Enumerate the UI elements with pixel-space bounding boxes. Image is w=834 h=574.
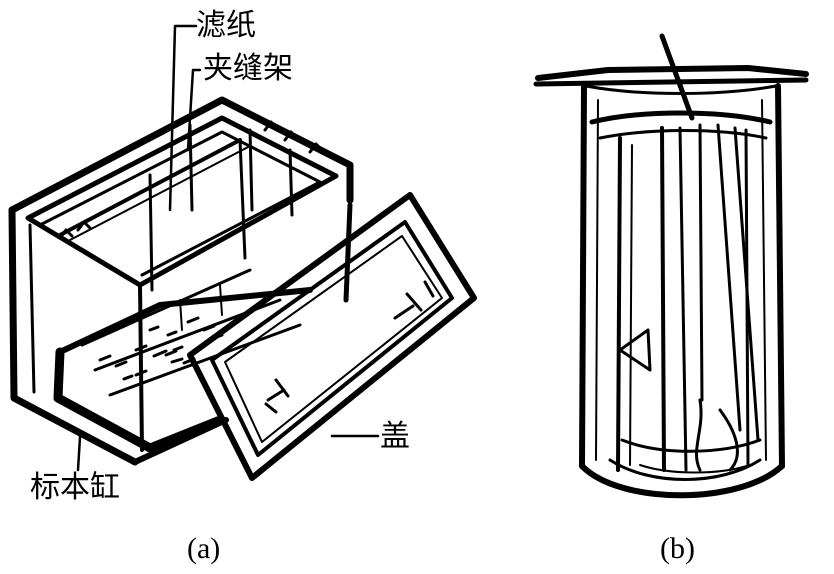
- caption-a: (a): [187, 532, 221, 565]
- cylinder-tank-drawing: [533, 33, 809, 499]
- clamp-rack-label: 夹缝架: [203, 51, 293, 86]
- specimen-tank-drawing: [8, 96, 354, 466]
- lid-drawing: [187, 192, 477, 481]
- lid-label: 盖: [380, 419, 410, 454]
- specimen-tank-label: 标本缸: [30, 470, 120, 505]
- filter-paper-label: 滤纸: [196, 8, 256, 43]
- leader-lines-a: [76, 24, 380, 472]
- caption-b: (b): [660, 532, 695, 565]
